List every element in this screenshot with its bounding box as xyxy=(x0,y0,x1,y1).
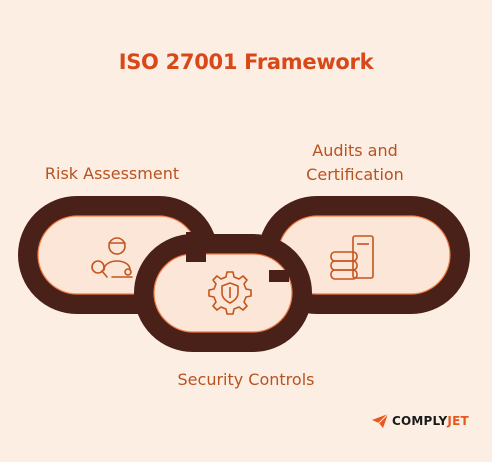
brand-name: COMPLYJET xyxy=(392,414,469,428)
risk-assessment-label: Risk Assessment xyxy=(44,164,180,183)
diagram-title: ISO 27001 Framework xyxy=(118,50,374,74)
brand-logo: COMPLYJET xyxy=(372,414,469,428)
chain-link-audit xyxy=(258,196,470,314)
document-stack-icon xyxy=(330,235,374,280)
chain-link-security xyxy=(134,234,312,352)
gear-shield-icon xyxy=(208,271,252,315)
security-controls-label: Security Controls xyxy=(177,370,315,389)
audits-certification-label: Audits and Certification xyxy=(285,139,425,187)
paper-plane-icon xyxy=(372,414,388,428)
inspector-magnifier-icon xyxy=(91,237,133,278)
brand-name-part1: COMPLY xyxy=(392,414,448,428)
brand-name-part2: JET xyxy=(447,414,469,428)
audits-label-line1: Audits and xyxy=(312,141,398,160)
audits-label-line2: Certification xyxy=(306,165,404,184)
